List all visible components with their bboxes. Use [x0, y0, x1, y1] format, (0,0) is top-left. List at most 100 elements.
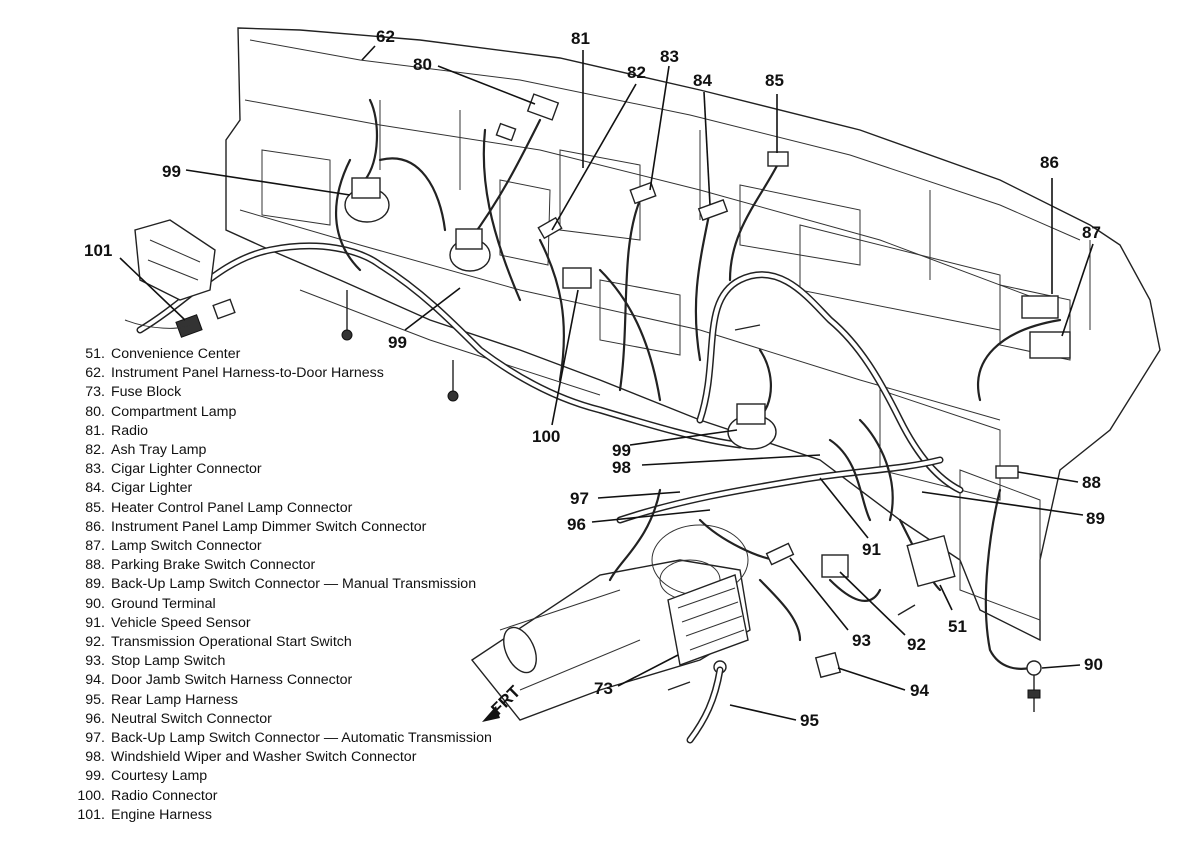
callout-89: 89: [1086, 509, 1105, 528]
legend-item: 51. Convenience Center: [72, 345, 492, 364]
callout-80: 80: [413, 55, 432, 74]
wire-harnesses: [136, 98, 1062, 744]
legend-text: Vehicle Speed Sensor: [111, 614, 251, 631]
legend-number: 93.: [85, 653, 105, 670]
callout-91: 91: [862, 540, 881, 559]
legend-text: Rear Lamp Harness: [111, 691, 238, 708]
legend-item: 83. Cigar Lighter Connector: [72, 460, 492, 479]
callout-51: 51: [948, 617, 967, 636]
callout-99-b: 99: [388, 333, 407, 352]
legend-text: Radio Connector: [111, 787, 218, 804]
legend-number: 91.: [85, 614, 105, 631]
legend-number: 83.: [85, 461, 105, 478]
legend-text: Fuse Block: [111, 384, 182, 401]
callout-101: 101: [84, 241, 112, 260]
legend-text: Stop Lamp Switch: [111, 653, 226, 670]
callout-87: 87: [1082, 223, 1101, 242]
legend-text: Cigar Lighter: [111, 480, 193, 497]
legend-list: 51. Convenience Center 62. Instrument Panel…: [72, 345, 492, 825]
legend-number: 90.: [85, 595, 105, 612]
callout-92: 92: [907, 635, 926, 654]
legend-number: 92.: [85, 634, 105, 651]
legend-text: Compartment Lamp: [111, 403, 237, 420]
legend-text: Back-Up Lamp Switch Connector — Manual T…: [111, 576, 477, 593]
legend-number: 99.: [85, 768, 105, 785]
legend-text: Instrument Panel Harness-to-Door Harness: [111, 365, 384, 382]
legend-item: 99. Courtesy Lamp: [72, 767, 492, 786]
legend-text: Transmission Operational Start Switch: [111, 634, 352, 651]
legend-item: 84. Cigar Lighter: [72, 479, 492, 498]
legend-text: Cigar Lighter Connector: [111, 461, 262, 478]
legend-item: 101. Engine Harness: [72, 806, 492, 825]
legend-text: Convenience Center: [111, 346, 241, 362]
legend-number: 101.: [77, 806, 105, 823]
legend-item: 91. Vehicle Speed Sensor: [72, 614, 492, 633]
legend-number: 95.: [85, 691, 105, 708]
legend-number: 94.: [85, 672, 105, 689]
callout-99-c: 99: [612, 441, 631, 460]
legend-text: Parking Brake Switch Connector: [111, 557, 316, 574]
legend-number: 89.: [85, 576, 105, 593]
callout-96: 96: [567, 515, 586, 534]
legend-number: 98.: [85, 749, 105, 766]
legend-item: 86. Instrument Panel Lamp Dimmer Switch C…: [72, 518, 492, 537]
legend-item: 89. Back-Up Lamp Switch Connector — Manua…: [72, 575, 492, 594]
legend-text: Radio: [111, 422, 149, 439]
legend-item: 90. Ground Terminal: [72, 595, 492, 614]
legend-number: 82.: [85, 442, 105, 459]
legend-number: 86.: [85, 518, 105, 535]
legend-number: 62.: [85, 365, 105, 382]
legend-number: 85.: [85, 499, 105, 516]
legend-number: 96.: [85, 710, 105, 727]
callout-81: 81: [571, 29, 590, 48]
legend-number: 80.: [85, 403, 105, 420]
legend-item: 88. Parking Brake Switch Connector: [72, 556, 492, 575]
callout-88: 88: [1082, 473, 1101, 492]
legend-text: Back-Up Lamp Switch Connector — Automati…: [111, 730, 492, 747]
callout-100: 100: [532, 427, 560, 446]
legend-item: 73. Fuse Block: [72, 383, 492, 402]
legend-item: 95. Rear Lamp Harness: [72, 691, 492, 710]
components: [124, 93, 1071, 712]
callout-83: 83: [660, 47, 679, 66]
legend-number: 97.: [85, 730, 105, 747]
callout-95: 95: [800, 711, 819, 730]
legend-item: 96. Neutral Switch Connector: [72, 710, 492, 729]
legend-number: 51.: [85, 346, 105, 362]
legend-item: 98. Windshield Wiper and Washer Switch Co…: [72, 748, 492, 767]
callout-73: 73: [594, 679, 613, 698]
legend-text: Courtesy Lamp: [111, 768, 208, 785]
legend-item: 87.Lamp Switch Connector: [72, 537, 492, 556]
leader-lines: [119, 45, 1094, 721]
legend-text: Engine Harness: [111, 806, 212, 823]
legend-number: 88.: [85, 557, 105, 574]
legend-item: 80. Compartment Lamp: [72, 403, 492, 422]
legend-item: 94. Door Jamb Switch Harness Connector: [72, 671, 492, 690]
legend-text: Door Jamb Switch Harness Connector: [111, 672, 353, 689]
legend-text: Heater Control Panel Lamp Connector: [111, 499, 353, 516]
legend-item: 82. Ash Tray Lamp: [72, 441, 492, 460]
legend-number: 81.: [85, 422, 105, 439]
legend-item: 100.Radio Connector: [72, 787, 492, 806]
legend-item: 93. Stop Lamp Switch: [72, 652, 492, 671]
callout-97: 97: [570, 489, 589, 508]
legend-number: 84.: [85, 480, 105, 497]
legend-text: Neutral Switch Connector: [111, 710, 272, 727]
legend-text: Windshield Wiper and Washer Switch Conne…: [111, 749, 417, 766]
legend-item: 81. Radio: [72, 422, 492, 441]
legend-item: 97. Back-Up Lamp Switch Connector — Autom…: [72, 729, 492, 748]
callout-62: 62: [376, 27, 395, 46]
legend-text: Ash Tray Lamp: [111, 442, 207, 459]
legend-item: 92. Transmission Operational Start Switch: [72, 633, 492, 652]
legend-text: Ground Terminal: [111, 595, 216, 612]
callout-98: 98: [612, 458, 631, 477]
callout-86: 86: [1040, 153, 1059, 172]
legend-item: 62. Instrument Panel Harness-to-Door Harn…: [72, 364, 492, 383]
legend-text: Instrument Panel Lamp Dimmer Switch Conn…: [111, 518, 427, 535]
legend-number: 73.: [85, 384, 105, 401]
legend-number: 87.: [85, 538, 105, 555]
callout-85: 85: [765, 71, 784, 90]
callout-93: 93: [852, 631, 871, 650]
callout-82: 82: [627, 63, 646, 82]
callout-90: 90: [1084, 655, 1103, 674]
